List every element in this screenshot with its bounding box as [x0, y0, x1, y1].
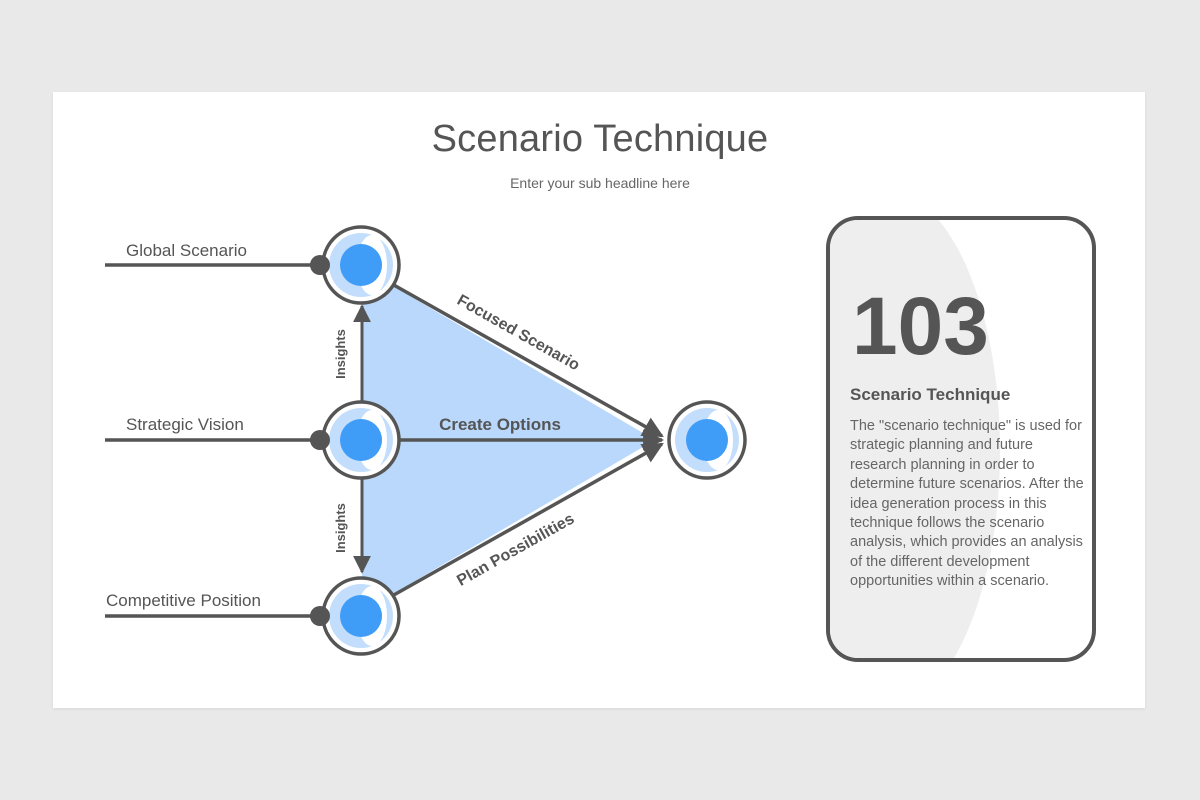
- edge-label-create: Create Options: [439, 415, 561, 434]
- page-title: Scenario Technique: [431, 118, 769, 160]
- input-label-competitive: Competitive Position: [106, 591, 261, 610]
- card-heading: Scenario Technique: [850, 385, 1011, 404]
- input-label-strategic: Strategic Vision: [126, 415, 244, 434]
- info-card: 103 Scenario Technique The "scenario tec…: [826, 216, 1096, 662]
- input-label-global: Global Scenario: [126, 241, 247, 260]
- edge-focused-scenario: [391, 282, 664, 438]
- insights-label-upper: Insights: [333, 329, 348, 379]
- edge-plan-possibilities: [391, 442, 664, 598]
- connector-dot-strategic: [310, 430, 330, 450]
- node-global-scenario: [321, 225, 401, 305]
- node-strategic-vision: [321, 400, 401, 480]
- page-subtitle: Enter your sub headline here: [510, 175, 690, 191]
- insights-label-lower: Insights: [333, 503, 348, 553]
- node-competitive-position: [321, 576, 401, 656]
- connector-dot-global: [310, 255, 330, 275]
- card-body-text: The "scenario technique" is used for str…: [850, 418, 1084, 590]
- node-output: [667, 400, 747, 480]
- card-number: 103: [852, 281, 989, 372]
- card-background-shape: [830, 220, 1000, 658]
- connector-dot-competitive: [310, 606, 330, 626]
